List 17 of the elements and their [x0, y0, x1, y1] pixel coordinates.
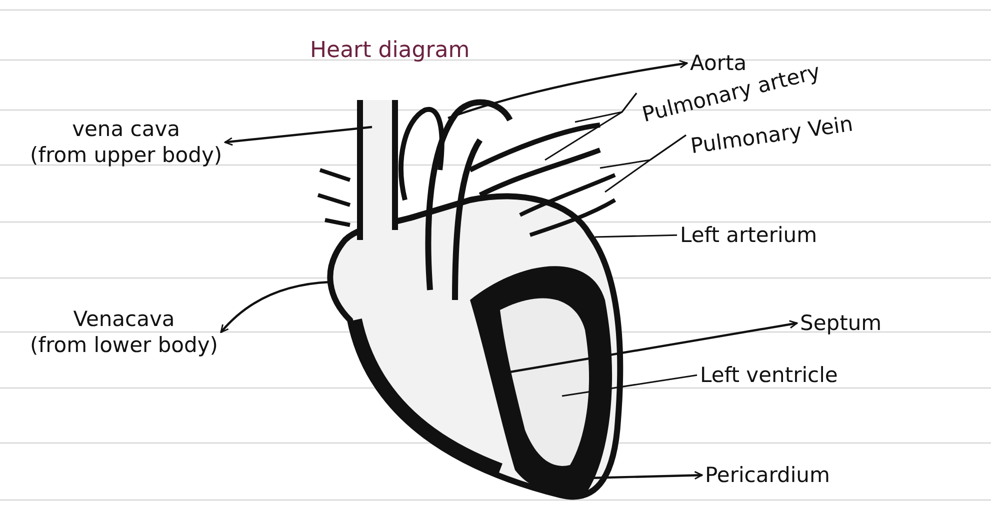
- label-text: vena cava (from upper body): [30, 116, 222, 168]
- leader-line: [604, 134, 686, 193]
- label-text: Left arterium: [680, 222, 818, 248]
- label-text: Pericardium: [705, 462, 830, 488]
- leader-line: [594, 234, 678, 238]
- leader-arrow: [220, 280, 330, 333]
- leader-arrow: [224, 126, 372, 146]
- diagram-title: Heart diagram: [310, 38, 470, 63]
- leader-line: [562, 374, 698, 397]
- leader-line: [544, 92, 638, 161]
- label-text: Septum: [800, 310, 882, 336]
- label-text: Venacava (from lower body): [30, 306, 218, 358]
- label-text: Aorta: [690, 50, 747, 76]
- leader-arrow: [510, 320, 798, 374]
- label-text: Left ventricle: [700, 362, 838, 388]
- leader-arrow: [448, 60, 688, 120]
- label-text: Pulmonary Vein: [688, 110, 854, 160]
